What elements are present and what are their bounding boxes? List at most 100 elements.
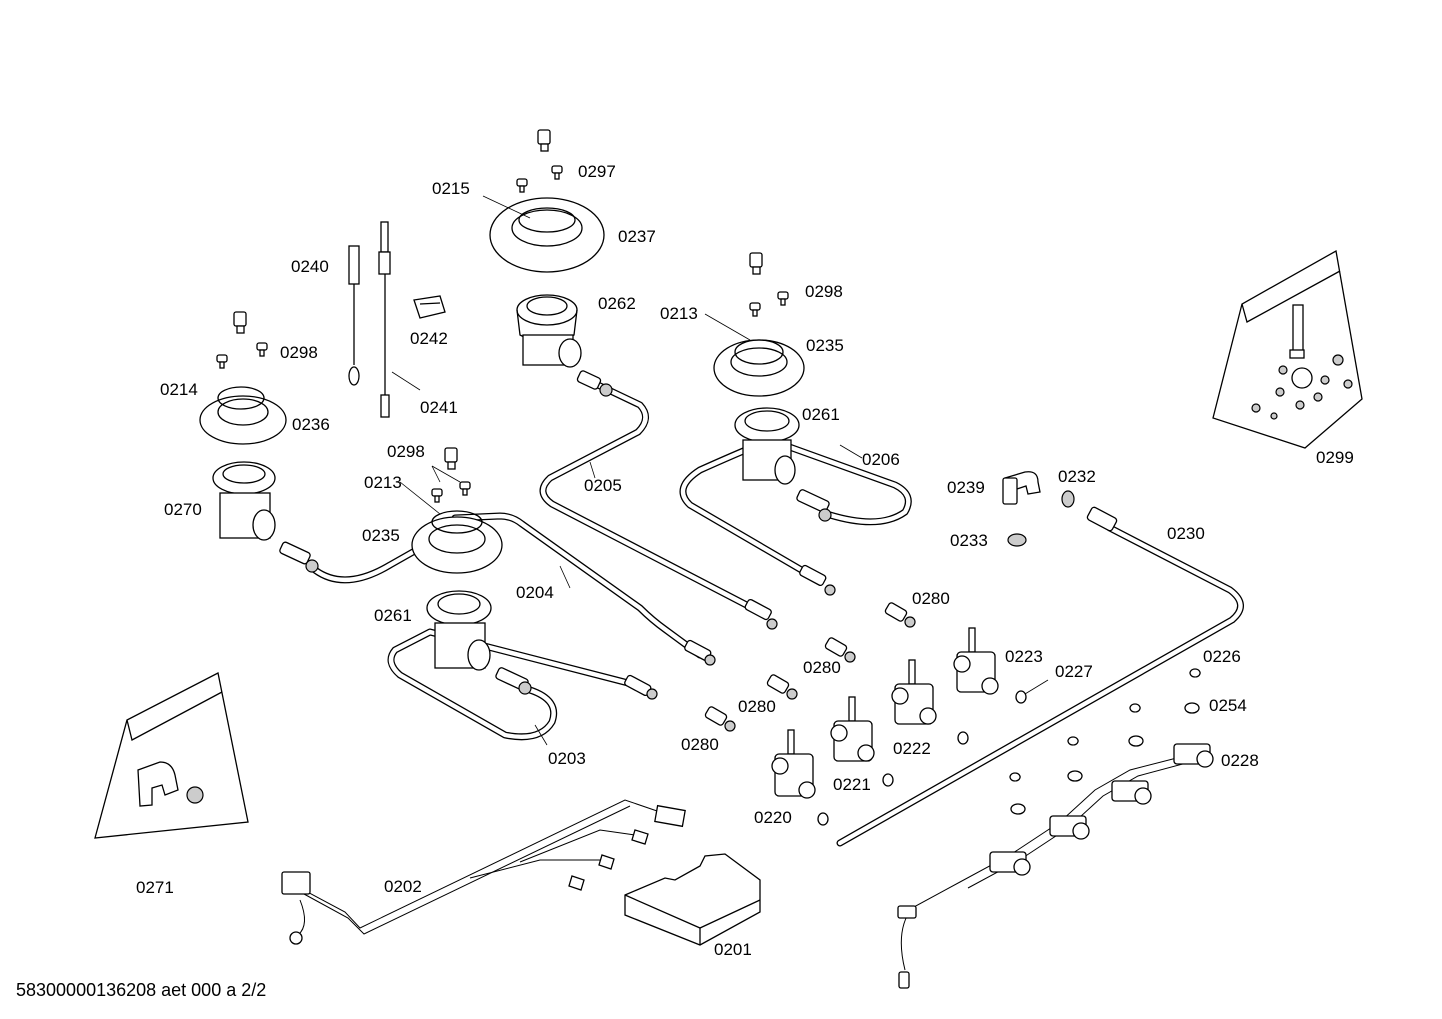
- clip-0242: [413, 295, 446, 319]
- label-0280: 0280: [912, 589, 950, 608]
- terminal-icon: [898, 971, 910, 989]
- fitting-0206-end: [799, 564, 836, 596]
- label-0232: 0232: [1058, 467, 1096, 486]
- label-0236: 0236: [292, 415, 330, 434]
- connector-icon: [897, 905, 917, 919]
- fitting-0203-end: [624, 674, 658, 700]
- nut-icon: [233, 311, 247, 334]
- gas-tubes: [311, 381, 1244, 847]
- label-0201: 0201: [714, 940, 752, 959]
- label-0237: 0237: [618, 227, 656, 246]
- label-0221: 0221: [833, 775, 871, 794]
- label-0280: 0280: [738, 697, 776, 716]
- burner-group-0235-left: [411, 447, 503, 671]
- kit-bag-0299: [1212, 249, 1363, 449]
- washer-0232-icon: [1061, 490, 1075, 508]
- fitting-0270: [279, 541, 319, 573]
- label-0226: 0226: [1203, 647, 1241, 666]
- seal-icon: [957, 731, 969, 745]
- burner-group-0237: [489, 129, 605, 368]
- label-0270: 0270: [164, 500, 202, 519]
- injector-icon: [704, 706, 736, 732]
- label-0271: 0271: [136, 878, 174, 897]
- leader-lines: [391, 195, 1049, 746]
- label-0280: 0280: [803, 658, 841, 677]
- seal-icon: [882, 773, 894, 787]
- label-0235: 0235: [362, 526, 400, 545]
- label-0220: 0220: [754, 808, 792, 827]
- label-0298: 0298: [280, 343, 318, 362]
- clip-icon: [1067, 736, 1079, 746]
- clip-icon: [1129, 703, 1141, 713]
- connector-icon: [654, 804, 686, 828]
- label-0228: 0228: [1221, 751, 1259, 770]
- seal-icon: [817, 812, 829, 826]
- burner-body-0261-right: [734, 407, 800, 485]
- label-0298: 0298: [805, 282, 843, 301]
- label-0227: 0227: [1055, 662, 1093, 681]
- washer-0233-icon: [1007, 533, 1027, 547]
- burner-body-0262: [516, 294, 582, 368]
- label-0202: 0202: [384, 877, 422, 896]
- valves: [704, 602, 1027, 826]
- seal-icon: [1015, 690, 1027, 704]
- valve-0223: [953, 627, 999, 695]
- burner-cap-ring: [489, 197, 605, 273]
- injector-icon: [884, 602, 916, 628]
- injector-icon: [824, 637, 856, 663]
- nut-icon: [749, 252, 763, 275]
- burner-body-0270: [212, 461, 276, 541]
- fitting-0205-end: [744, 599, 778, 630]
- nut-icon: [537, 129, 551, 152]
- tube-fittings: [279, 370, 1118, 700]
- label-0298: 0298: [387, 442, 425, 461]
- screw-icon: [777, 291, 789, 306]
- valve-0222: [891, 659, 937, 725]
- grommet-icon: [1128, 735, 1144, 747]
- spark-plug-0240: [348, 245, 360, 386]
- burner-group-0236: [199, 311, 287, 541]
- label-0299: 0299: [1316, 448, 1354, 467]
- connector-icon: [281, 871, 311, 895]
- label-0242: 0242: [410, 329, 448, 348]
- drawing-reference: 58300000136208 aet 000 a 2/2: [16, 980, 267, 1000]
- fitting-0206: [796, 489, 832, 522]
- fitting-0203: [495, 667, 532, 695]
- label-0204: 0204: [516, 583, 554, 602]
- valve-0220: [771, 729, 816, 799]
- screw-icon: [459, 481, 471, 496]
- valve-0221: [830, 696, 875, 762]
- fitting-0205-top: [576, 370, 613, 397]
- label-0213: 0213: [660, 304, 698, 323]
- label-0261: 0261: [374, 606, 412, 625]
- label-0262: 0262: [598, 294, 636, 313]
- thermocouple-0241: [378, 221, 391, 418]
- ignition-module-0201: [624, 853, 761, 946]
- label-0235: 0235: [806, 336, 844, 355]
- label-0254: 0254: [1209, 696, 1247, 715]
- harness-0202: [281, 799, 686, 945]
- label-0206: 0206: [862, 450, 900, 469]
- clip-icon: [1189, 668, 1201, 678]
- ignition-harness-right: [897, 668, 1214, 989]
- part-labels: 0297 0215 0237 0240 0298 0262 0213 0242 …: [136, 162, 1354, 959]
- label-0222: 0222: [893, 739, 931, 758]
- screw-icon: [516, 178, 528, 193]
- injector-icon: [766, 674, 798, 700]
- label-0240: 0240: [291, 257, 329, 276]
- screw-icon: [431, 488, 443, 503]
- nut-icon: [444, 447, 458, 470]
- fitting-0230: [1086, 506, 1118, 532]
- label-0205: 0205: [584, 476, 622, 495]
- screw-icon: [749, 302, 761, 317]
- label-0214: 0214: [160, 380, 198, 399]
- grommet-0254-icon: [1184, 702, 1200, 714]
- label-0215: 0215: [432, 179, 470, 198]
- clip-icon: [1009, 772, 1021, 782]
- burner-body-0261-left: [426, 590, 492, 671]
- label-0297: 0297: [578, 162, 616, 181]
- label-0230: 0230: [1167, 524, 1205, 543]
- label-0203: 0203: [548, 749, 586, 768]
- label-0223: 0223: [1005, 647, 1043, 666]
